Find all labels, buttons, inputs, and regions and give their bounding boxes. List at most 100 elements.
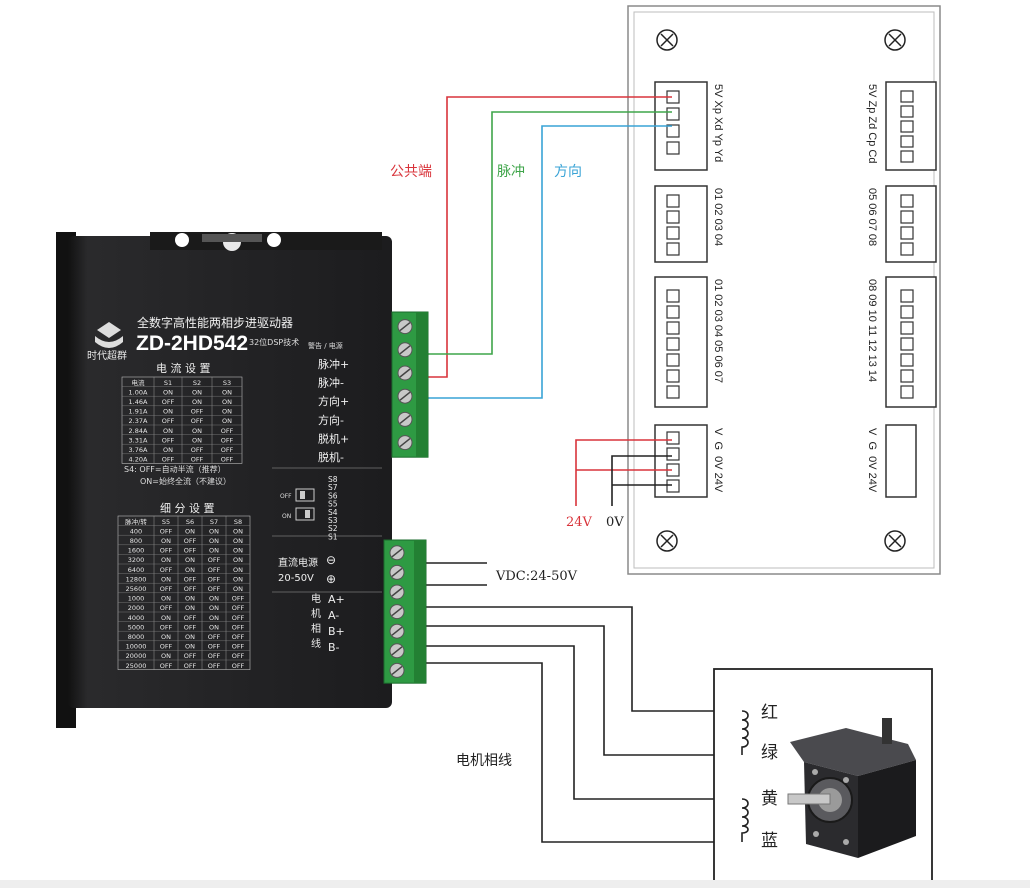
pin-square — [666, 447, 680, 461]
signal-label-text: 脉冲- — [318, 376, 344, 390]
s4-note-1: S4: OFF=自动半流（推荐） — [124, 464, 226, 474]
connector-io-large-right — [885, 276, 937, 408]
pin-square — [900, 321, 914, 335]
driver-subtitle: 全数字高性能两相步进驱动器 — [137, 315, 293, 330]
screw-icon — [884, 530, 906, 552]
pin-square — [666, 479, 680, 493]
pin-label-io-large-left: 01 02 03 04 05 06 07 — [712, 279, 724, 383]
table-cell: OFF — [162, 398, 175, 406]
table-cell: ON — [161, 575, 171, 583]
table-cell: 8000 — [128, 633, 145, 641]
pin-square — [666, 226, 680, 240]
pin-square — [666, 321, 680, 335]
signal-labels: 脉冲+脉冲-方向+方向-脱机+脱机- — [318, 357, 349, 464]
current-table-title: 电 流 设 置 — [156, 361, 211, 375]
table-cell: ON — [192, 427, 202, 435]
mount-hole-icon — [175, 233, 189, 247]
signal-wires — [425, 96, 672, 399]
table-cell: 25600 — [126, 585, 147, 593]
motor-phase-chars: 电机相线 — [311, 592, 321, 650]
phase-label: B+ — [328, 625, 345, 638]
connector-signal-right — [885, 81, 937, 171]
brand-name: 时代超群 — [87, 349, 127, 362]
pin-label-power-left: V G 0V 24V — [712, 428, 724, 493]
terminal-screw-icon — [397, 388, 413, 404]
table-cell: ON — [192, 436, 202, 444]
pin-square — [900, 194, 914, 208]
pin-label-io-large-right: 08 09 10 11 12 13 14 — [866, 279, 878, 382]
table-cell: 4.20A — [129, 456, 148, 464]
plus-icon: ⊕ — [326, 572, 336, 586]
pin-square — [900, 353, 914, 367]
table-cell: OFF — [184, 662, 197, 670]
table-cell: ON — [161, 556, 171, 564]
table-cell: S1 — [164, 379, 172, 387]
table-cell: ON — [222, 398, 232, 406]
table-cell: 4000 — [128, 614, 145, 622]
table-cell: 脉冲/转 — [125, 517, 147, 526]
brand-logo-icon — [95, 322, 123, 348]
table-cell: 5000 — [128, 623, 145, 631]
pin-square — [666, 194, 680, 208]
table-cell: OFF — [160, 527, 173, 535]
pin-label-power-right: V G 0V 24V — [866, 428, 878, 493]
table-cell: OFF — [221, 456, 234, 464]
pin-square — [900, 135, 914, 148]
table-cell: OFF — [221, 427, 234, 435]
label-direction: 方向 — [554, 164, 582, 180]
dip-off-label: OFF — [280, 493, 292, 500]
table-cell: OFF — [162, 417, 175, 425]
table-cell: ON — [161, 633, 171, 641]
wire-direction-blue — [425, 125, 672, 399]
table-cell: OFF — [191, 408, 204, 416]
mount-hole-icon — [267, 233, 281, 247]
table-cell: ON — [163, 388, 173, 396]
wire-common-red — [425, 96, 672, 378]
table-cell: S3 — [223, 379, 231, 387]
table-cell: ON — [163, 427, 173, 435]
pin-square — [666, 210, 680, 224]
signal-label: 脉冲+ — [318, 357, 349, 371]
signal-label: 脱机- — [318, 450, 344, 464]
table-cell: ON — [163, 408, 173, 416]
table-cell: ON — [185, 566, 195, 574]
table-cell: OFF — [191, 456, 204, 464]
motor-box: 红 绿 黄 蓝 — [713, 668, 933, 884]
pin-square — [666, 369, 680, 383]
table-cell: 400 — [130, 527, 142, 535]
terminal-screw-icon — [397, 435, 413, 451]
table-cell: ON — [209, 623, 219, 631]
signal-label: 方向+ — [318, 394, 349, 408]
label-0v: 0V — [606, 515, 624, 530]
table-cell: OFF — [160, 585, 173, 593]
pin-square — [666, 431, 680, 445]
table-cell: OFF — [184, 575, 197, 583]
table-cell: ON — [185, 633, 195, 641]
table-cell: ON — [185, 604, 195, 612]
bottom-strip — [0, 880, 1030, 888]
terminal-screw-icon — [397, 365, 413, 381]
table-cell: OFF — [184, 585, 197, 593]
signal-label-text: 方向- — [318, 413, 344, 427]
dip-label: S4 — [328, 508, 338, 517]
pin-label-io-right: 05 06 07 08 — [866, 188, 878, 246]
connector-io-left — [654, 185, 708, 263]
table-cell: 1000 — [128, 595, 145, 603]
s4-note-2: ON=始终全流（不建议） — [140, 476, 231, 486]
terminal-block-signal — [391, 311, 429, 458]
terminal-block-power — [383, 539, 427, 684]
label-pulse: 脉冲 — [497, 164, 525, 180]
minus-icon: ⊖ — [326, 553, 336, 567]
dip-label: S3 — [328, 516, 338, 525]
label-motor-phase-wire: 电机相线 — [456, 753, 512, 769]
table-cell: ON — [192, 398, 202, 406]
table-cell: OFF — [232, 662, 245, 670]
label-common: 公共端 — [390, 164, 432, 180]
table-cell: OFF — [160, 566, 173, 574]
subdiv-table-title: 细 分 设 置 — [160, 502, 215, 515]
table-cell: OFF — [162, 436, 175, 444]
table-cell: ON — [192, 388, 202, 396]
pin-square — [666, 385, 680, 399]
motor-phase-wires — [425, 606, 760, 843]
